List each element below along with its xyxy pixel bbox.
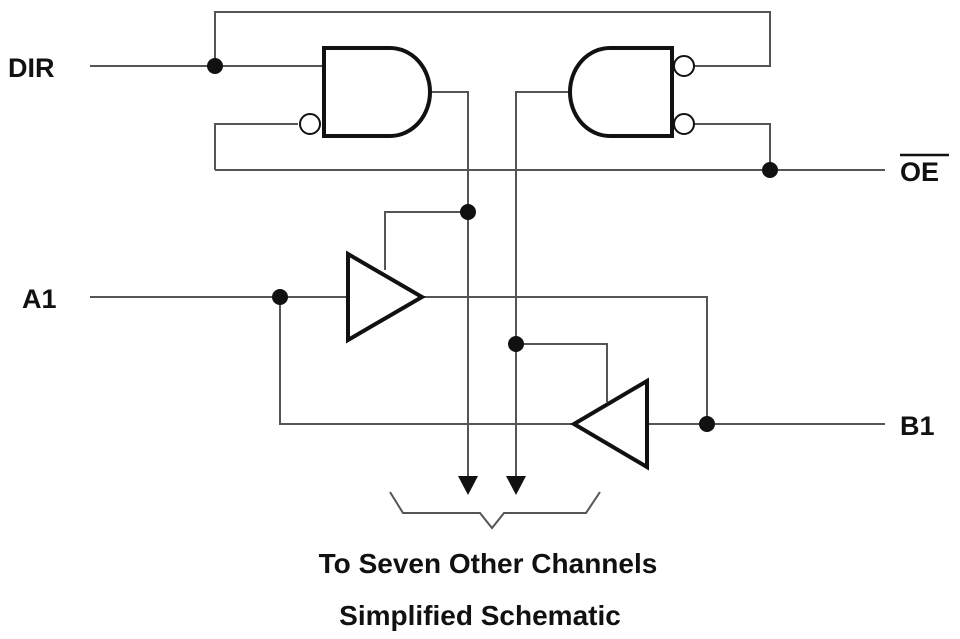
wires (90, 11, 885, 530)
ab-buffer-enable-wire (384, 211, 468, 270)
right-gate-output-wire (515, 91, 570, 476)
oe-junction-dot (762, 162, 778, 178)
b1-label: B1 (900, 411, 935, 441)
gates (299, 46, 695, 471)
right-and-gate (568, 46, 674, 138)
left-gate-output-wire (430, 91, 469, 476)
oe-label: OE (900, 157, 939, 187)
a-to-b-buffer (346, 250, 426, 344)
junctions (207, 58, 778, 432)
right-channel-arrow (506, 476, 526, 495)
b-to-a-buffer (570, 377, 649, 471)
dir-top-loop-wire (214, 11, 771, 67)
ba-buffer-output-wire (279, 297, 574, 425)
left-and-gate (322, 46, 432, 138)
ab-buffer-output-wire (422, 296, 708, 424)
channels-brace (389, 491, 601, 530)
oe-right-loop-wire (694, 123, 771, 170)
a1-label: A1 (22, 284, 57, 314)
right-gate-bottom-inversion-bubble (673, 113, 695, 135)
ba-buffer-enable-wire (516, 343, 608, 402)
b1-junction-dot (699, 416, 715, 432)
right-gate-top-inversion-bubble (673, 55, 695, 77)
ba-enable-junction-dot (508, 336, 524, 352)
a1-junction-dot (272, 289, 288, 305)
left-channel-arrow (458, 476, 478, 495)
figure-caption: Simplified Schematic (339, 600, 621, 631)
oe-left-loop-wire (214, 123, 298, 170)
dir-label: DIR (8, 53, 55, 83)
dir-junction-dot (207, 58, 223, 74)
left-gate-inversion-bubble (299, 113, 321, 135)
channels-note: To Seven Other Channels (319, 548, 658, 579)
arrows (458, 476, 526, 495)
ab-enable-junction-dot (460, 204, 476, 220)
